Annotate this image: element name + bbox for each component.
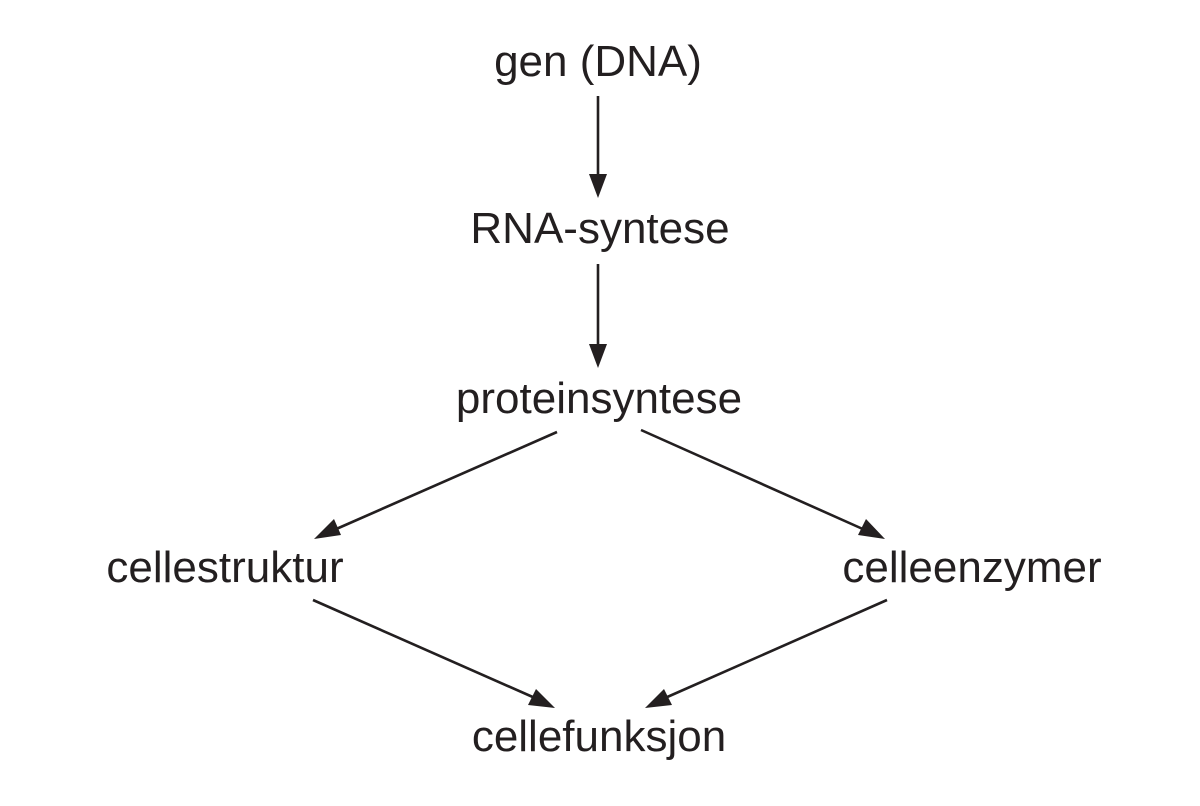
node-protein-synthesis: proteinsyntese bbox=[455, 374, 743, 423]
arrowhead-function-right bbox=[645, 689, 672, 708]
node-cell-enzymes: celleenzymer bbox=[842, 543, 1102, 592]
node-cell-function: cellefunksjon bbox=[471, 712, 727, 761]
arrow-rna-to-protein bbox=[589, 264, 607, 368]
arrowhead-structure bbox=[314, 519, 341, 539]
node-gene-dna: gen (DNA) bbox=[494, 37, 702, 86]
node-rna-synthesis: RNA-syntese bbox=[470, 204, 730, 253]
arrow-enzymes-to-function bbox=[664, 598, 888, 700]
node-cell-structure: cellestruktur bbox=[106, 543, 344, 592]
arrow-protein-to-structure bbox=[333, 430, 558, 532]
arrowheads-diagonal bbox=[314, 519, 885, 708]
arrow-structure-to-function bbox=[312, 598, 536, 700]
arrowhead-enzymes bbox=[858, 519, 885, 539]
arrow-gene-to-rna bbox=[589, 96, 607, 198]
arrowhead-function-left bbox=[528, 689, 555, 708]
arrow-protein-to-enzymes bbox=[640, 428, 866, 532]
